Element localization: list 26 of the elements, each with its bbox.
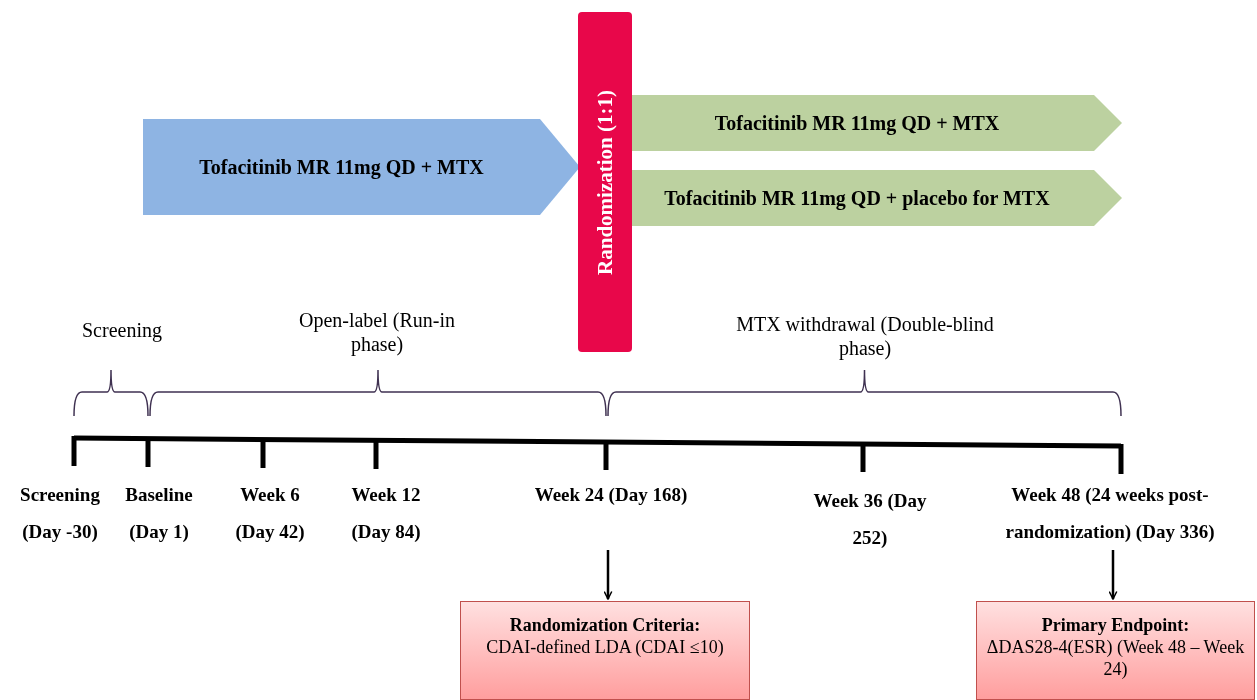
phase-label: MTX withdrawal (Double-blind phase) bbox=[735, 312, 995, 360]
box-text: CDAI-defined LDA (CDAI ≤10) bbox=[486, 636, 724, 658]
treatment-band bbox=[632, 170, 1122, 226]
timepoint-label: Screening (Day -30) bbox=[19, 483, 101, 544]
box-heading: Primary Endpoint: bbox=[1041, 614, 1190, 636]
arrow bbox=[603, 550, 613, 600]
treatment-label: Tofacitinib MR 11mg QD + placebo for MTX bbox=[664, 186, 1051, 210]
treatment-label: Tofacitinib MR 11mg QD + MTX bbox=[714, 111, 1001, 135]
endpoint-box bbox=[976, 601, 1255, 700]
phase-label: Screening bbox=[81, 318, 163, 342]
treatment-label: Tofacitinib MR 11mg QD + MTX bbox=[199, 155, 485, 179]
treatment-band bbox=[143, 119, 580, 215]
treatment-band bbox=[632, 95, 1122, 151]
endpoint-box bbox=[460, 601, 750, 700]
arrow bbox=[1108, 550, 1118, 600]
bar-label: Randomization (1:1) bbox=[592, 89, 618, 275]
timepoint-label: Baseline (Day 1) bbox=[124, 483, 194, 544]
timepoint-label: Week 6 (Day 42) bbox=[234, 483, 306, 544]
timepoint-label: Week 24 (Day 168) bbox=[531, 476, 691, 550]
timepoint-label: Week 48 (24 weeks post-randomization) (Day 336) bbox=[975, 476, 1245, 550]
randomization-bar bbox=[578, 12, 632, 352]
box-text: ΔDAS28-4(ESR) (Week 48 – Week 24) bbox=[985, 636, 1246, 680]
timepoint-label: Week 12 (Day 84) bbox=[350, 483, 422, 544]
box-heading: Randomization Criteria: bbox=[509, 614, 701, 636]
timepoint-label: Week 36 (Day 252) bbox=[812, 489, 928, 550]
phase-label: Open-label (Run-in phase) bbox=[297, 308, 457, 356]
